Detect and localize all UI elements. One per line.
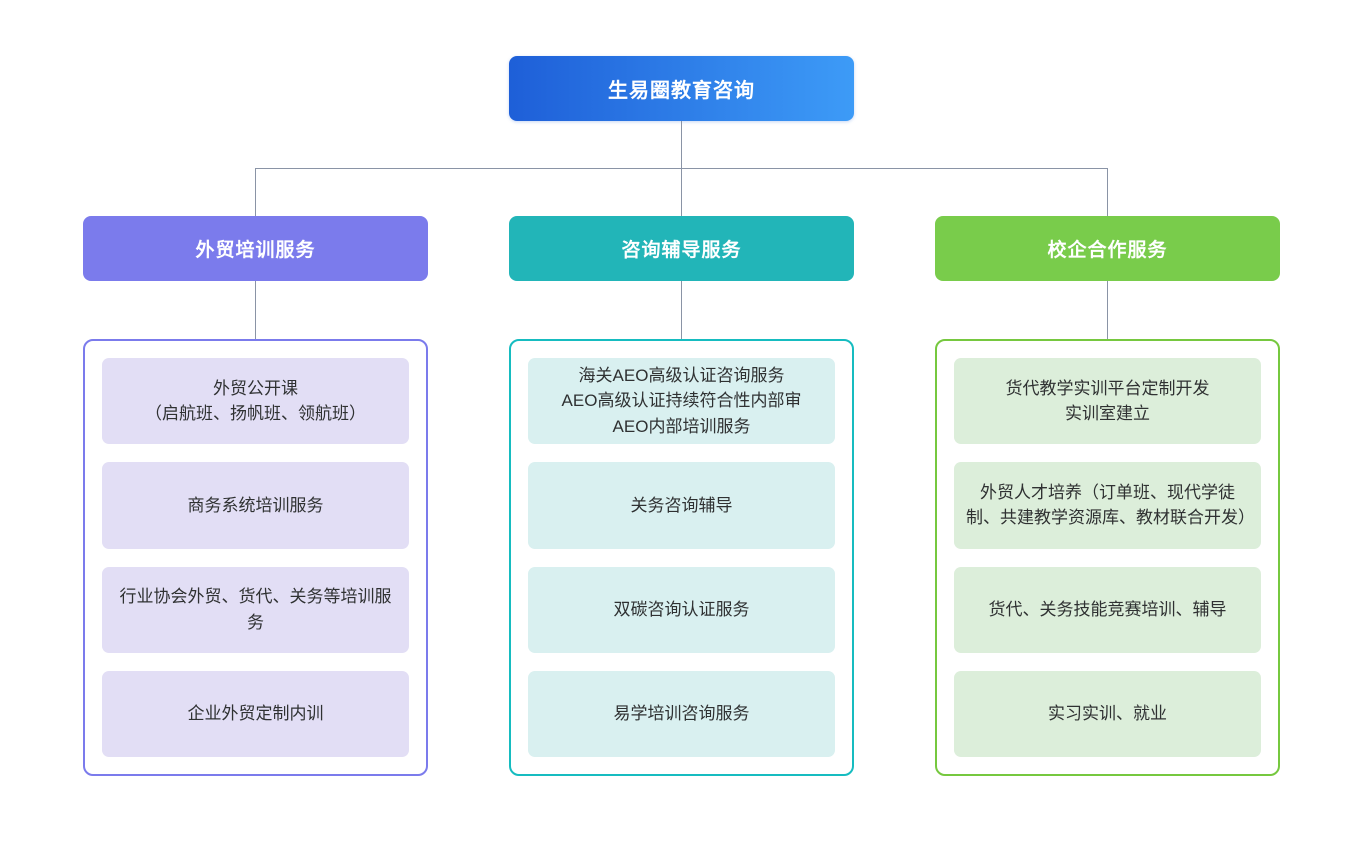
service-item[interactable]: 易学培训咨询服务 xyxy=(528,670,835,757)
connector-branch-1 xyxy=(681,168,682,216)
service-item[interactable]: 双碳咨询认证服务 xyxy=(528,566,835,653)
service-item[interactable]: 海关AEO高级认证咨询服务 AEO高级认证持续符合性内部审 AEO内部培训服务 xyxy=(528,358,835,445)
category-header-1[interactable]: 咨询辅导服务 xyxy=(509,216,854,281)
category-header-0[interactable]: 外贸培训服务 xyxy=(83,216,428,281)
service-item[interactable]: 行业协会外贸、货代、关务等培训服务 xyxy=(102,566,409,653)
category-panel-2: 货代教学实训平台定制开发 实训室建立 外贸人才培养（订单班、现代学徒制、共建教学… xyxy=(935,339,1280,776)
connector-header-panel-2 xyxy=(1107,281,1108,339)
root-node: 生易圈教育咨询 xyxy=(509,56,854,121)
service-item[interactable]: 企业外贸定制内训 xyxy=(102,670,409,757)
category-header-1-label: 咨询辅导服务 xyxy=(621,240,742,261)
service-item[interactable]: 外贸公开课 （启航班、扬帆班、领航班） xyxy=(102,358,409,445)
connector-root-stem xyxy=(681,121,682,168)
category-panel-1: 海关AEO高级认证咨询服务 AEO高级认证持续符合性内部审 AEO内部培训服务 … xyxy=(509,339,854,776)
service-item[interactable]: 外贸人才培养（订单班、现代学徒制、共建教学资源库、教材联合开发） xyxy=(954,462,1261,549)
category-header-2[interactable]: 校企合作服务 xyxy=(935,216,1280,281)
connector-branch-2 xyxy=(1107,168,1108,216)
service-item[interactable]: 商务系统培训服务 xyxy=(102,462,409,549)
category-header-2-label: 校企合作服务 xyxy=(1047,240,1168,261)
connector-header-panel-1 xyxy=(681,281,682,339)
service-item[interactable]: 货代、关务技能竞赛培训、辅导 xyxy=(954,566,1261,653)
service-item[interactable]: 实习实训、就业 xyxy=(954,670,1261,757)
service-item[interactable]: 货代教学实训平台定制开发 实训室建立 xyxy=(954,358,1261,445)
connector-header-panel-0 xyxy=(255,281,256,339)
service-item[interactable]: 关务咨询辅导 xyxy=(528,462,835,549)
root-node-label: 生易圈教育咨询 xyxy=(608,80,755,102)
connector-branch-0 xyxy=(255,168,256,216)
category-panel-0: 外贸公开课 （启航班、扬帆班、领航班） 商务系统培训服务 行业协会外贸、货代、关… xyxy=(83,339,428,776)
category-header-0-label: 外贸培训服务 xyxy=(195,240,316,261)
